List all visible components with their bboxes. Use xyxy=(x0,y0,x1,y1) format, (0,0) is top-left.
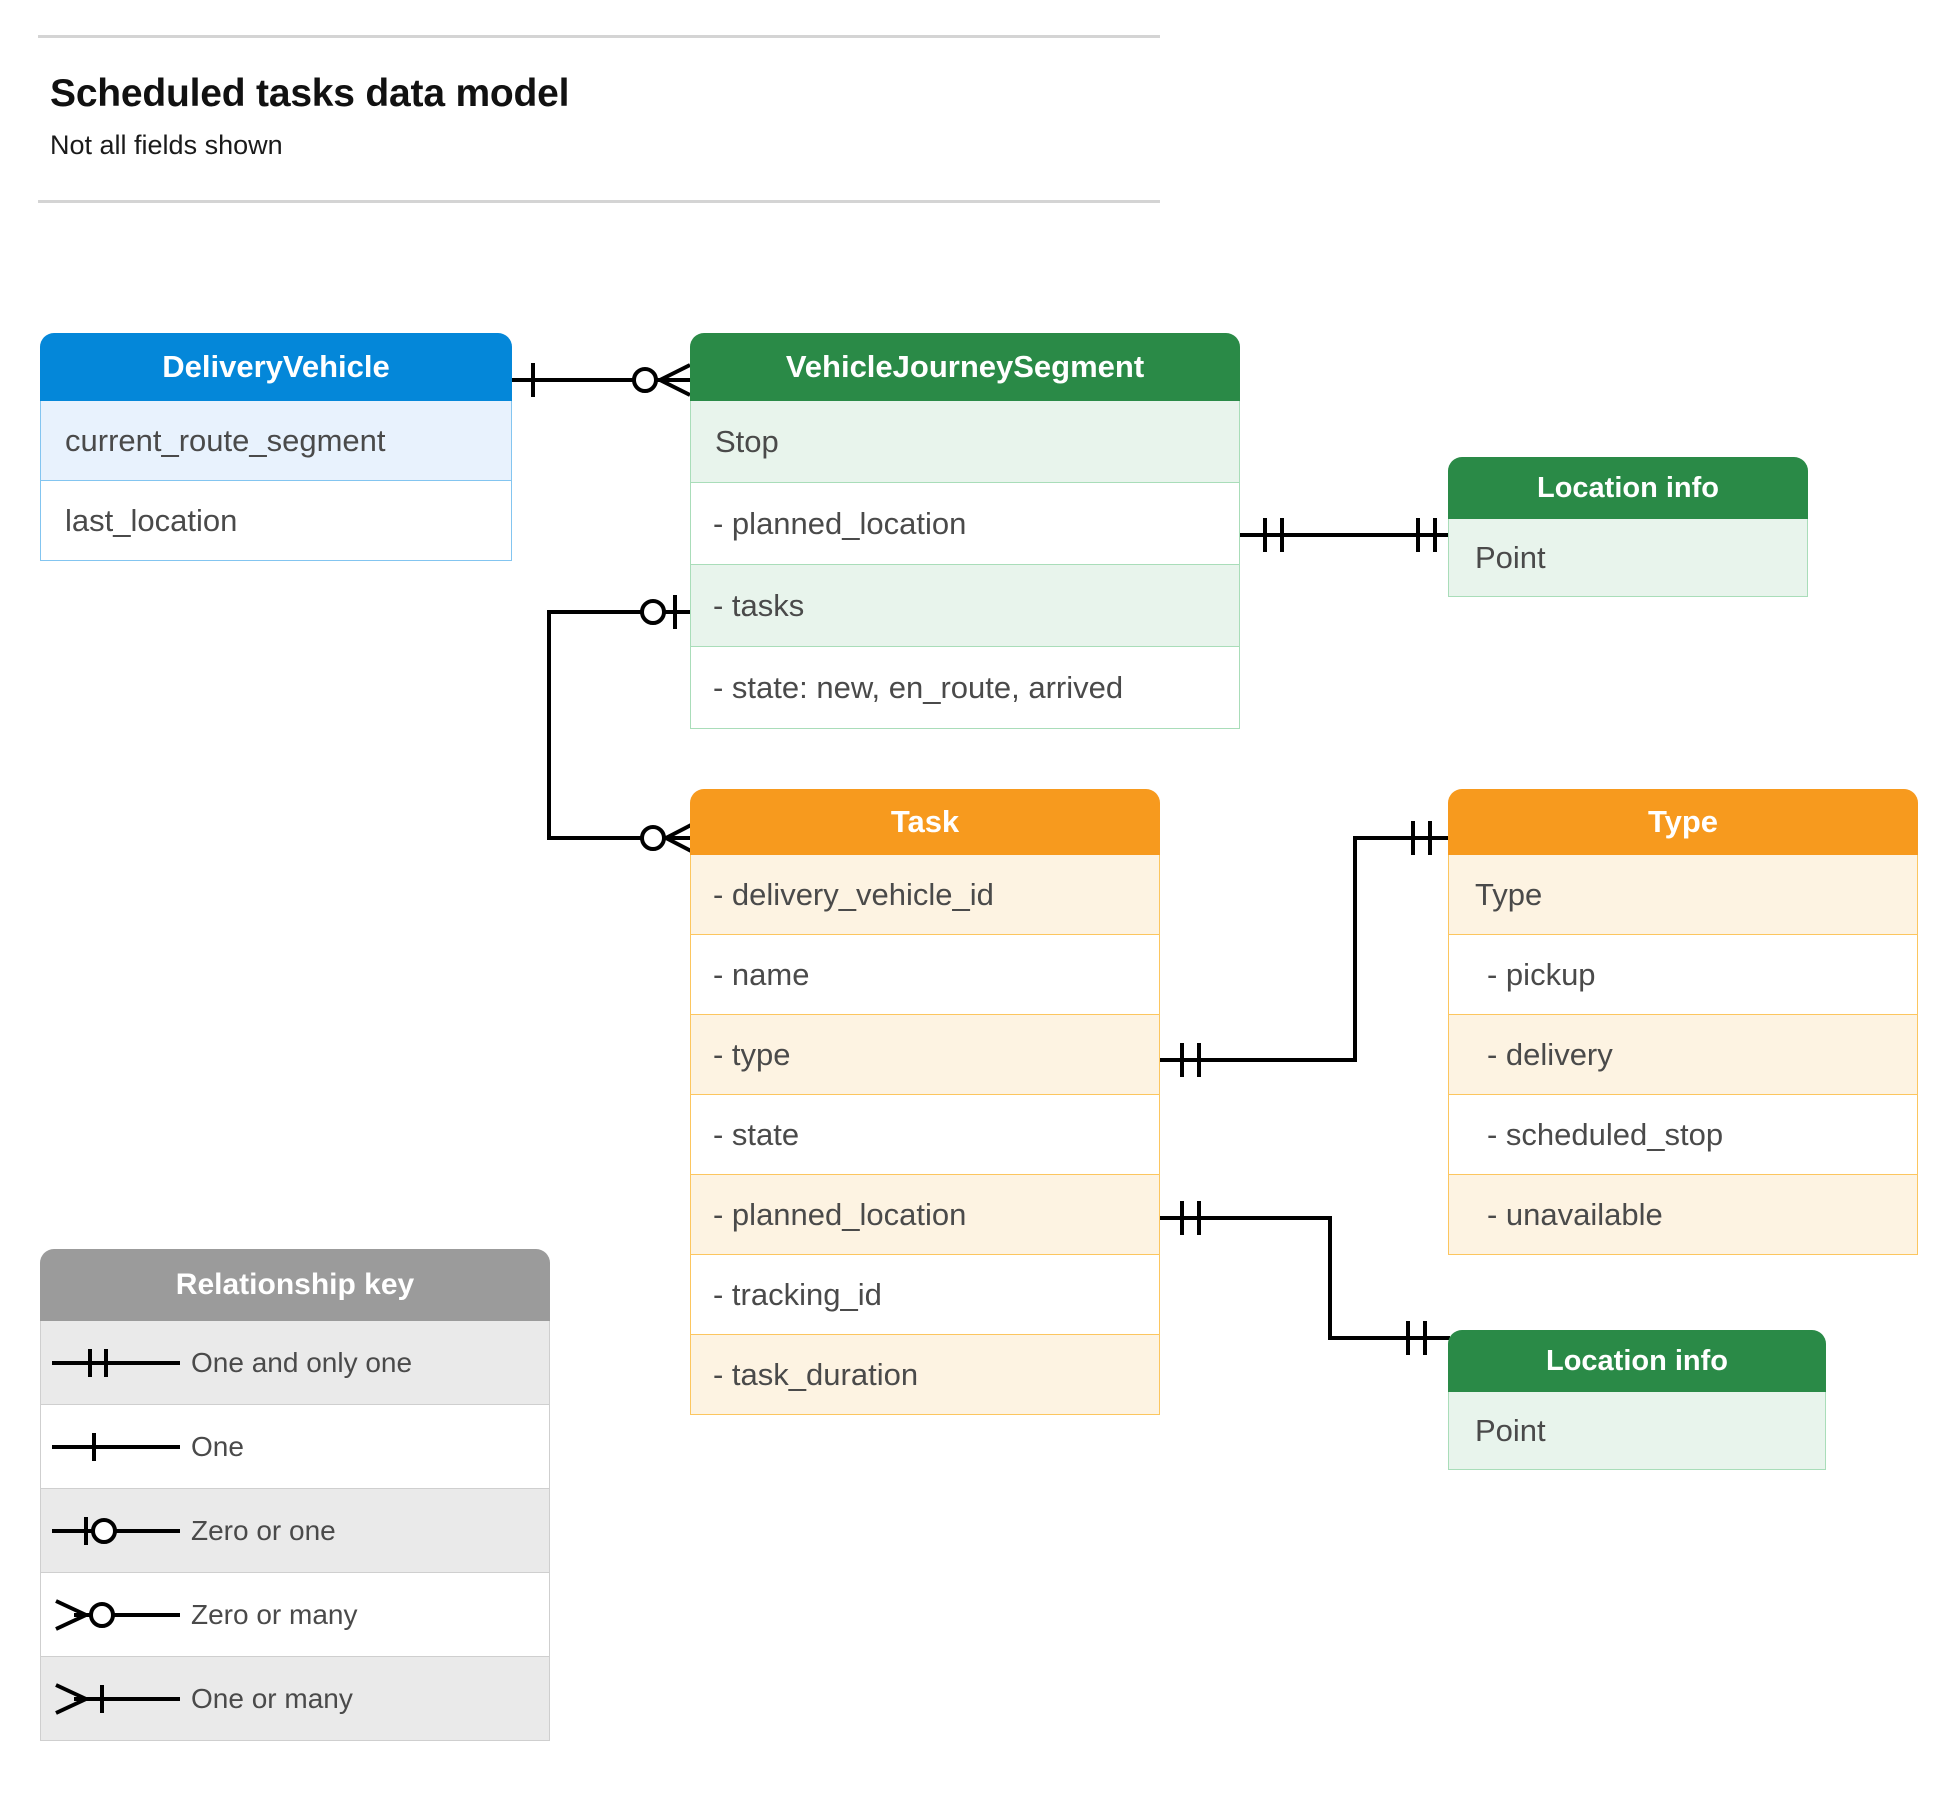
legend-item: One or many xyxy=(40,1657,550,1741)
entity-location-info-bottom-title: Location info xyxy=(1448,1330,1826,1392)
entity-row-label: - state xyxy=(713,1116,800,1152)
entity-row: - tasks xyxy=(690,565,1240,647)
header-divider-bottom xyxy=(38,200,1160,203)
entity-delivery-vehicle[interactable]: DeliveryVehicle current_route_segment la… xyxy=(40,333,512,561)
entity-row-label: - tasks xyxy=(713,587,805,623)
entity-row: - planned_location xyxy=(690,483,1240,565)
entity-row: - delivery_vehicle_id xyxy=(690,855,1160,935)
connector-plannedlocation-locationinfo-top xyxy=(1240,500,1465,570)
entity-row-label: Stop xyxy=(715,423,779,459)
zero-or-one-icon xyxy=(41,1511,191,1551)
entity-row: - pickup xyxy=(1448,935,1918,1015)
legend-item-label: One or many xyxy=(191,1682,353,1714)
entity-row: Type xyxy=(1448,855,1918,935)
entity-location-info-bottom[interactable]: Location info Point xyxy=(1448,1330,1826,1470)
entity-row-label: - pickup xyxy=(1487,956,1596,992)
entity-row-label: current_route_segment xyxy=(65,422,386,458)
entity-row: last_location xyxy=(40,481,512,561)
connector-tasks-task xyxy=(535,580,700,870)
legend-item-label: One xyxy=(191,1430,244,1462)
entity-row-label: - planned_location xyxy=(713,1196,967,1232)
entity-row-label: - task_duration xyxy=(713,1356,919,1392)
legend-item: Zero or one xyxy=(40,1489,550,1573)
entity-row: - state: new, en_route, arrived xyxy=(690,647,1240,729)
entity-row: - planned_location xyxy=(690,1175,1160,1255)
connector-deliveryvehicle-vehiclejourneysegment xyxy=(510,345,700,415)
entity-vehicle-journey-segment[interactable]: VehicleJourneySegment Stop - planned_loc… xyxy=(690,333,1240,729)
page-subtitle: Not all fields shown xyxy=(50,130,283,160)
entity-row: - tracking_id xyxy=(690,1255,1160,1335)
entity-row-label: - scheduled_stop xyxy=(1487,1116,1724,1152)
entity-row-label: - tracking_id xyxy=(713,1276,882,1312)
legend-item-label: Zero or one xyxy=(191,1514,336,1546)
entity-row: - task_duration xyxy=(690,1335,1160,1415)
entity-vehicle-journey-segment-title: VehicleJourneySegment xyxy=(690,333,1240,401)
entity-row-label: last_location xyxy=(65,502,238,538)
entity-delivery-vehicle-title: DeliveryVehicle xyxy=(40,333,512,401)
entity-task-title: Task xyxy=(690,789,1160,855)
legend-item: Zero or many xyxy=(40,1573,550,1657)
entity-row-label: Type xyxy=(1475,876,1543,912)
entity-row: Point xyxy=(1448,1392,1826,1470)
entity-row: Point xyxy=(1448,519,1808,597)
legend-title: Relationship key xyxy=(40,1249,550,1321)
legend-relationship-key[interactable]: Relationship key One and only one One xyxy=(40,1249,550,1741)
entity-task[interactable]: Task - delivery_vehicle_id - name - type… xyxy=(690,789,1160,1415)
connector-taskplannedlocation-locationinfo-bottom xyxy=(1160,1190,1450,1360)
entity-type[interactable]: Type Type - pickup - delivery - schedule… xyxy=(1448,789,1918,1255)
legend-item: One and only one xyxy=(40,1321,550,1405)
header-divider-top xyxy=(38,35,1160,38)
entity-row: - scheduled_stop xyxy=(1448,1095,1918,1175)
entity-row: - state xyxy=(690,1095,1160,1175)
one-and-only-one-icon xyxy=(41,1343,191,1383)
connector-tasktype-type xyxy=(1160,810,1450,1100)
entity-row: - unavailable xyxy=(1448,1175,1918,1255)
legend-item-label: Zero or many xyxy=(191,1598,358,1630)
entity-row-label: - type xyxy=(713,1036,791,1072)
entity-location-info-top-title: Location info xyxy=(1448,457,1808,519)
entity-row: Stop xyxy=(690,401,1240,483)
zero-or-many-icon xyxy=(41,1595,191,1635)
entity-row-label: - name xyxy=(713,956,810,992)
entity-row: - delivery xyxy=(1448,1015,1918,1095)
entity-row-label: - state: new, en_route, arrived xyxy=(713,669,1124,705)
legend-item: One xyxy=(40,1405,550,1489)
entity-row: current_route_segment xyxy=(40,401,512,481)
one-or-many-icon xyxy=(41,1679,191,1719)
entity-row-label: - unavailable xyxy=(1487,1196,1663,1232)
entity-row-label: - delivery xyxy=(1487,1036,1613,1072)
entity-row-label: Point xyxy=(1475,1412,1546,1448)
entity-row-label: - delivery_vehicle_id xyxy=(713,876,994,912)
entity-row: - name xyxy=(690,935,1160,1015)
page-title: Scheduled tasks data model xyxy=(50,72,570,115)
one-icon xyxy=(41,1427,191,1467)
entity-row-label: - planned_location xyxy=(713,505,967,541)
legend-item-label: One and only one xyxy=(191,1346,413,1378)
entity-row: - type xyxy=(690,1015,1160,1095)
entity-row-label: Point xyxy=(1475,539,1546,575)
entity-type-title: Type xyxy=(1448,789,1918,855)
entity-location-info-top[interactable]: Location info Point xyxy=(1448,457,1808,597)
